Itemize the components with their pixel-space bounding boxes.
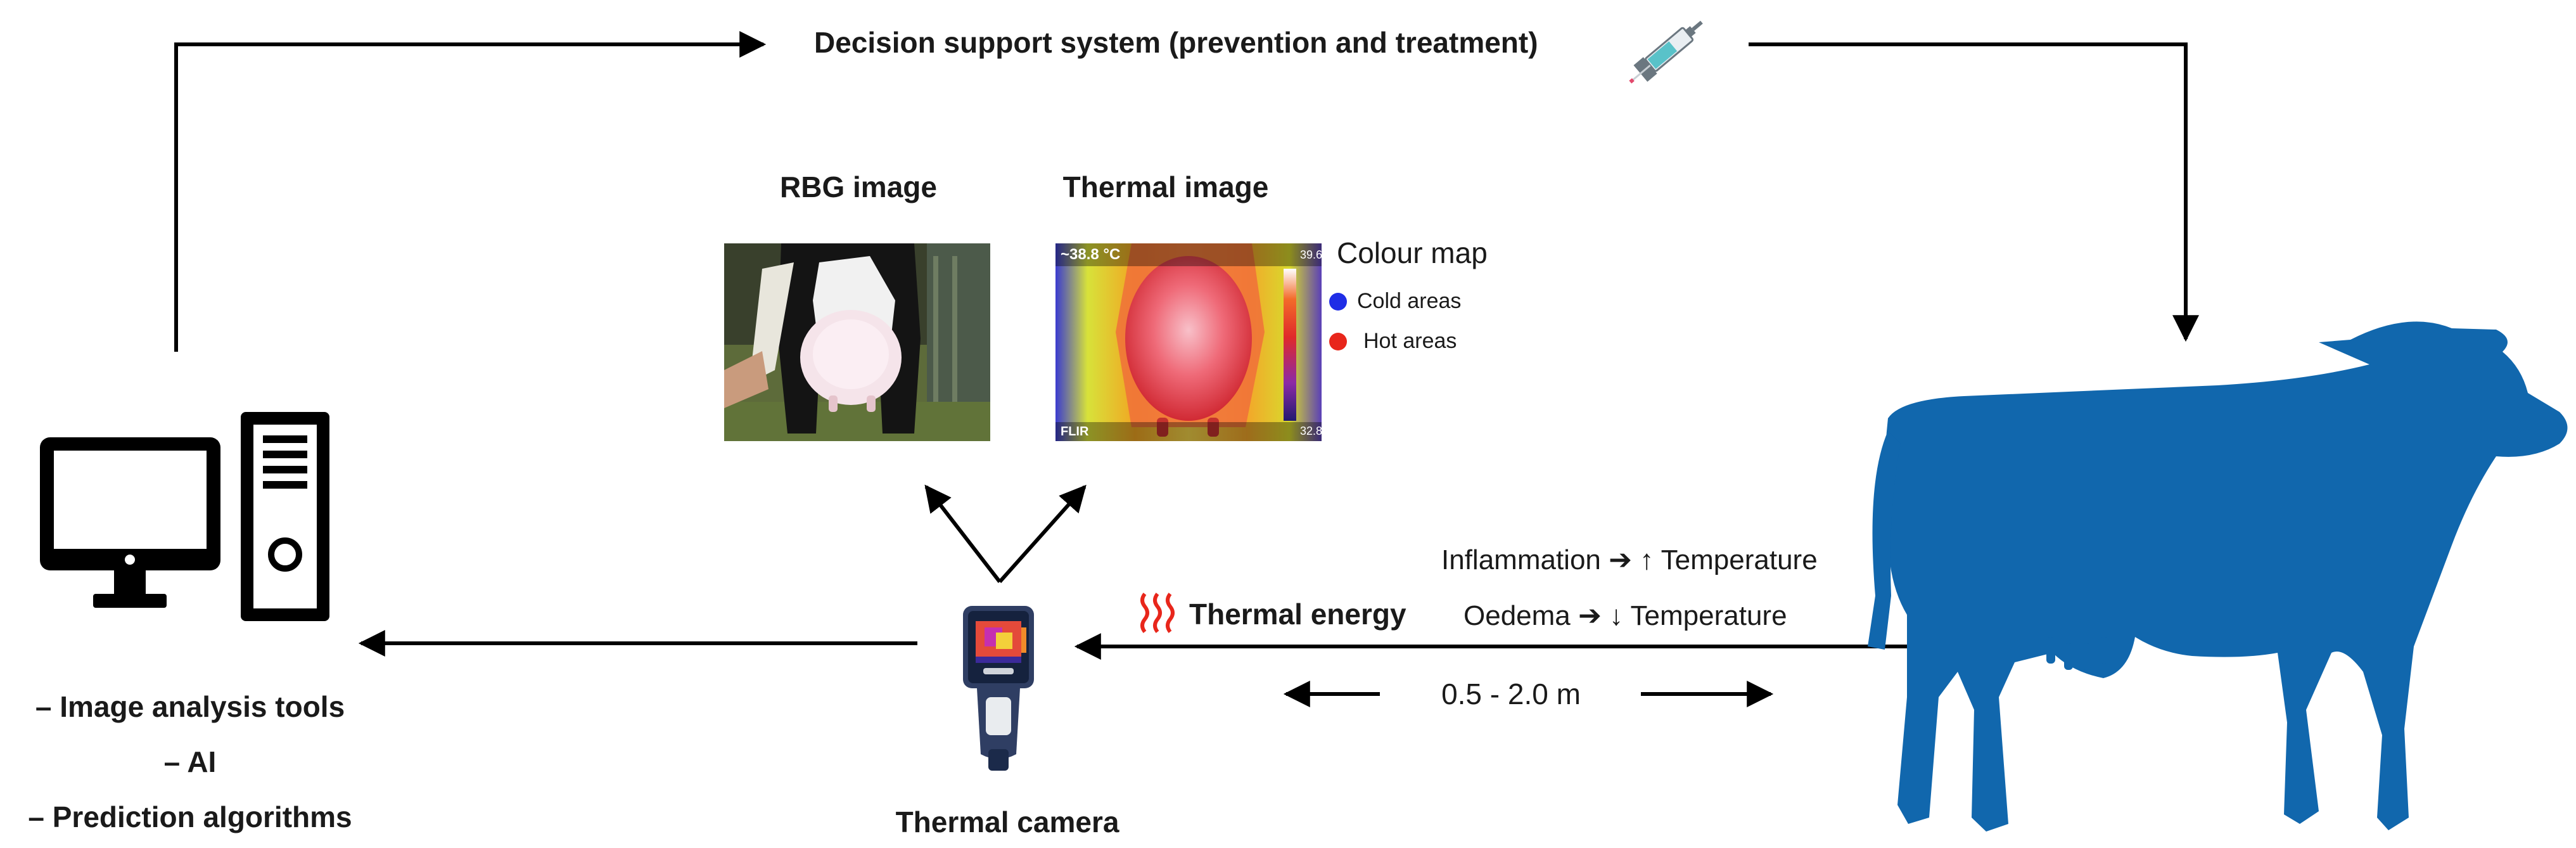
rgb-udder-photo: [724, 243, 990, 441]
syringe-icon: [1629, 20, 1703, 84]
effect-oedema-arrow: ➔: [1578, 600, 1602, 631]
hot-dot-icon: [1329, 333, 1347, 350]
tool-image-analysis: – Image analysis tools: [35, 690, 345, 723]
thermal-scale-max: 39.6: [1300, 248, 1322, 261]
arrow-camera-to-thermal: [998, 484, 1087, 583]
effect-oedema: Oedema ➔ ↓ Temperature: [1463, 600, 1787, 632]
thermal-temp-readout: ~38.8 °C: [1061, 246, 1121, 263]
flir-logo: FLIR: [1061, 425, 1089, 439]
cow-icon: [1868, 321, 2568, 832]
thermal-camera-label: Thermal camera: [895, 806, 1119, 838]
effect-inflammation-cause: Inflammation: [1441, 544, 1601, 575]
distance-label: 0.5 - 2.0 m: [1441, 678, 1581, 710]
effect-inflammation-direction: ↑: [1640, 544, 1654, 575]
effect-inflammation: Inflammation ➔ ↑ Temperature: [1441, 544, 1818, 576]
effect-inflammation-result: Temperature: [1661, 544, 1818, 575]
rgb-image-title: RBG image: [780, 170, 937, 203]
arrow-decision-to-cow: [1749, 42, 2199, 342]
decision-support-label: Decision support system (prevention and …: [814, 26, 1538, 59]
effect-oedema-result: Temperature: [1630, 600, 1787, 631]
effect-oedema-direction: ↓: [1609, 600, 1624, 631]
cold-dot-icon: [1329, 293, 1347, 311]
thermal-energy-label: Thermal energy: [1189, 598, 1406, 631]
desktop-computer-icon: [40, 412, 329, 621]
thermal-udder-photo: ~38.8 °C 39.6 32.8 FLIR: [1055, 243, 1322, 441]
tool-prediction-algorithms: – Prediction algorithms: [28, 800, 352, 833]
effect-inflammation-arrow: ➔: [1609, 544, 1632, 575]
thermal-image-title: Thermal image: [1062, 170, 1269, 203]
hot-areas-label: Hot areas: [1363, 329, 1457, 353]
heat-waves-icon: [1140, 593, 1175, 633]
effect-oedema-cause: Oedema: [1463, 600, 1571, 631]
arrow-computer-to-decision: [174, 31, 767, 352]
cold-areas-label: Cold areas: [1357, 289, 1462, 313]
thermal-camera-icon: [963, 606, 1034, 771]
thermal-scale-min: 32.8: [1300, 425, 1322, 437]
colour-map-title: Colour map: [1337, 236, 1488, 269]
tool-ai: – AI: [163, 745, 217, 778]
arrow-camera-to-rgb: [924, 484, 1002, 583]
